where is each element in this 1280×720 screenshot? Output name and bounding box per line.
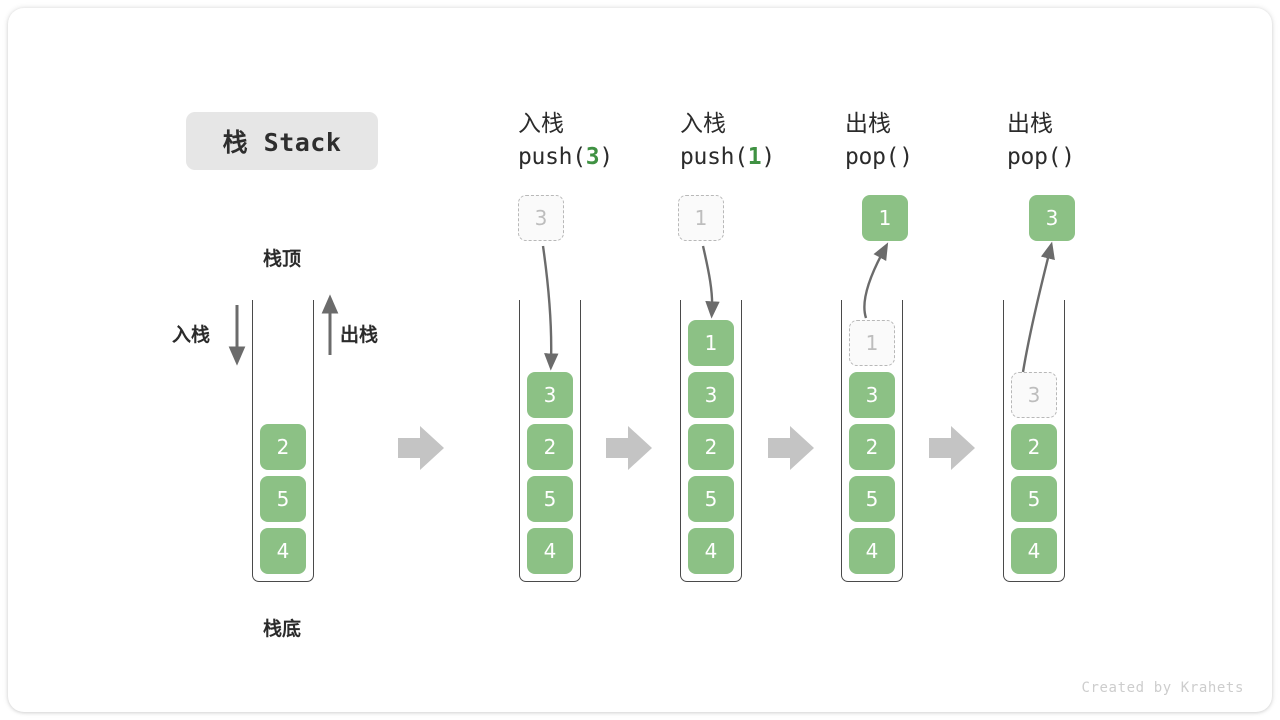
stack-cell: 2 <box>260 424 306 470</box>
stack-cell: 3 <box>688 372 734 418</box>
stack-cell: 2 <box>688 424 734 470</box>
code-arg: 1 <box>747 143 762 170</box>
code-prefix: push( <box>680 143 748 170</box>
stack-cell: 4 <box>527 528 573 574</box>
stack-top-label: 栈顶 <box>262 248 301 270</box>
stack-cell: 5 <box>527 476 573 522</box>
code-suffix: ) <box>899 143 913 170</box>
incoming-ghost-cell: 1 <box>678 195 724 241</box>
operation-label-code: push(1) <box>680 141 870 174</box>
credit-label: Created by Krahets <box>1081 680 1244 696</box>
stack-cell: 2 <box>527 424 573 470</box>
operation-label-code: pop() <box>1007 141 1197 174</box>
operation-label-cn: 出栈 <box>845 111 891 137</box>
operation-label-cn: 出栈 <box>1007 111 1053 137</box>
stack-cell: 5 <box>688 476 734 522</box>
operation-label-code: push(3) <box>518 141 708 174</box>
popped-ghost-cell: 1 <box>849 320 895 366</box>
code-suffix: ) <box>599 143 613 170</box>
stack-cell: 4 <box>260 528 306 574</box>
operation-label-cn: 入栈 <box>680 111 726 137</box>
stack-cell: 2 <box>849 424 895 470</box>
stack-cell: 5 <box>1011 476 1057 522</box>
operation-label-code: pop() <box>845 141 1035 174</box>
diagram-title: 栈 Stack <box>186 112 378 170</box>
stack-tube-push-3 <box>519 300 581 582</box>
code-arg: 3 <box>585 143 600 170</box>
popped-ghost-cell: 3 <box>1011 372 1057 418</box>
stack-cell: 4 <box>1011 528 1057 574</box>
outgoing-cell: 1 <box>862 195 908 241</box>
stack-cell: 3 <box>849 372 895 418</box>
code-prefix: push( <box>518 143 586 170</box>
code-suffix: ) <box>1061 143 1075 170</box>
stack-cell: 5 <box>849 476 895 522</box>
code-prefix: pop( <box>1007 143 1062 170</box>
stack-cell: 4 <box>849 528 895 574</box>
operation-label-push-3: 入栈 push(3) <box>518 108 708 173</box>
stack-tube-pop-3 <box>1003 300 1065 582</box>
stack-tube-push-1 <box>680 300 742 582</box>
outgoing-cell: 3 <box>1029 195 1075 241</box>
operation-label-pop-3: 出栈 pop() <box>1007 108 1197 173</box>
stack-tube-initial <box>252 300 314 582</box>
stack-tube-pop-1 <box>841 300 903 582</box>
stack-cell: 5 <box>260 476 306 522</box>
incoming-ghost-cell: 3 <box>518 195 564 241</box>
stack-cell: 1 <box>688 320 734 366</box>
operation-label-push-1: 入栈 push(1) <box>680 108 870 173</box>
operation-label-pop-1: 出栈 pop() <box>845 108 1035 173</box>
operation-label-cn: 入栈 <box>518 111 564 137</box>
code-prefix: pop( <box>845 143 900 170</box>
stack-cell: 2 <box>1011 424 1057 470</box>
push-direction-label: 入栈 <box>172 324 211 346</box>
stack-cell: 3 <box>527 372 573 418</box>
code-suffix: ) <box>761 143 775 170</box>
stack-bottom-label: 栈底 <box>262 618 301 640</box>
pop-direction-label: 出栈 <box>340 324 379 346</box>
stack-cell: 4 <box>688 528 734 574</box>
